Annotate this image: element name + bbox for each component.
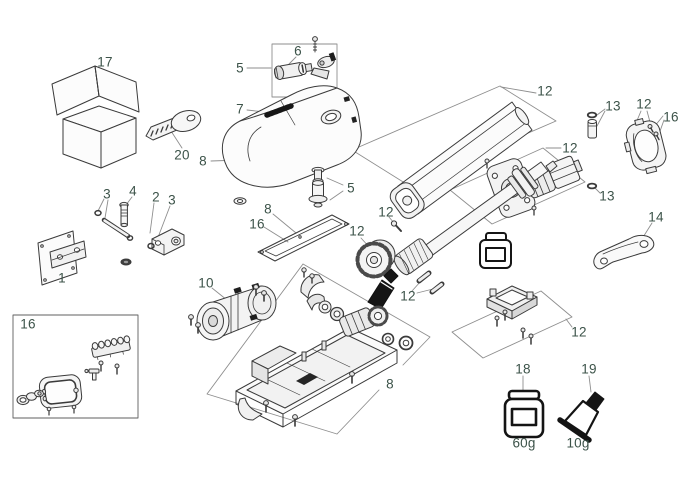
rear-bracket-part [37, 230, 87, 286]
base-screws-part [263, 371, 355, 427]
end-cap-part [623, 118, 667, 175]
callout-base-assembly: 8 [386, 376, 394, 392]
base-tray-part [235, 327, 398, 428]
callout-gasket-8: 8 [264, 201, 272, 217]
roll-pins-part [416, 270, 445, 295]
packaging-box-part [51, 65, 140, 169]
callout-release-key: 20 [174, 147, 190, 163]
lock-cylinder-part [273, 62, 313, 81]
cable-gland-part [16, 389, 44, 406]
gearbox-cover-part [221, 85, 362, 188]
screw-set-part [264, 103, 294, 118]
tube-frame [351, 85, 557, 186]
front-bracket-part [593, 234, 655, 270]
callout-release-pin: 5 [347, 180, 355, 196]
snap-rings-part [94, 209, 134, 241]
clevis-part [151, 228, 185, 256]
junction-kit-parts [16, 335, 131, 416]
pin-oring-part [586, 111, 598, 139]
profile-tube-part [389, 101, 533, 219]
callout-grease-tube: 19 [581, 361, 597, 377]
callout-end-cap-screws: 16 [663, 109, 679, 125]
grease-tube-part [557, 391, 605, 443]
release-key-part [145, 110, 202, 141]
grease-tube-small-part [367, 268, 399, 310]
callout-pin-oring: 13 [605, 98, 621, 114]
callout-gearbox-cover: 8 [199, 153, 207, 169]
callout-grease-jar: 18 [515, 361, 531, 377]
callout-oring: 13 [599, 188, 615, 204]
callout-flange-assembly: 12 [562, 140, 578, 156]
callout-gasket-16: 16 [249, 216, 265, 232]
callout-end-cap: 12 [636, 96, 652, 112]
callout-roll-pins: 12 [400, 288, 416, 304]
pivot-bolt-part [119, 201, 129, 228]
callout-grub-screw: 12 [378, 204, 394, 220]
callout-pivot-bolt: 4 [129, 183, 137, 199]
junction-cover-part [38, 374, 83, 409]
grub-screw-part [390, 220, 402, 232]
grease-jar-part [503, 389, 545, 439]
callout-junction-kit: 16 [20, 316, 36, 332]
snap-ring-part [147, 242, 155, 250]
cover-gasket-part [257, 214, 350, 262]
spindle-rod-part [421, 160, 558, 258]
callout-profile-tube: 12 [537, 83, 553, 99]
drive-gear-part [355, 239, 396, 279]
callout-rear-bracket: 1 [58, 270, 66, 286]
cover-screw-part [312, 36, 318, 53]
clamp-screws-part [494, 309, 534, 345]
release-pin-part [308, 166, 328, 208]
grease-tube-weight-label: 10g [566, 435, 590, 451]
callout-front-bracket: 14 [648, 209, 664, 225]
callout-screw-set: 7 [236, 101, 244, 117]
lock-nut-part [120, 258, 132, 266]
callout-clevis: 2 [152, 189, 160, 205]
callout-lock-cylinder: 6 [294, 43, 302, 59]
callout-motor: 10 [198, 275, 214, 291]
junction-kit-frame [12, 314, 139, 419]
release-mechanism-parts [300, 267, 414, 351]
terminal-block-part [91, 335, 131, 361]
callout-clamp-saddle: 12 [571, 324, 587, 340]
callout-packaging-box: 17 [97, 54, 113, 70]
base-frame [206, 263, 431, 435]
callout-drive-gear: 12 [349, 223, 365, 239]
callout-lock-assembly: 5 [236, 60, 244, 76]
grease-jar-small-part [479, 232, 512, 269]
motor-screws-part [188, 284, 267, 334]
grease-jar-weight-label: 60g [512, 435, 536, 451]
clamp-saddle-part [486, 285, 538, 320]
callout-snap-rings: 3 [103, 186, 111, 202]
motor-part [196, 282, 277, 341]
grease-fitting-part [84, 368, 100, 381]
washer-part [233, 197, 247, 205]
release-lever-part [310, 52, 337, 80]
callout-snap-ring: 3 [168, 192, 176, 208]
end-cap-screws-part [647, 124, 660, 141]
oring-part [586, 182, 598, 190]
